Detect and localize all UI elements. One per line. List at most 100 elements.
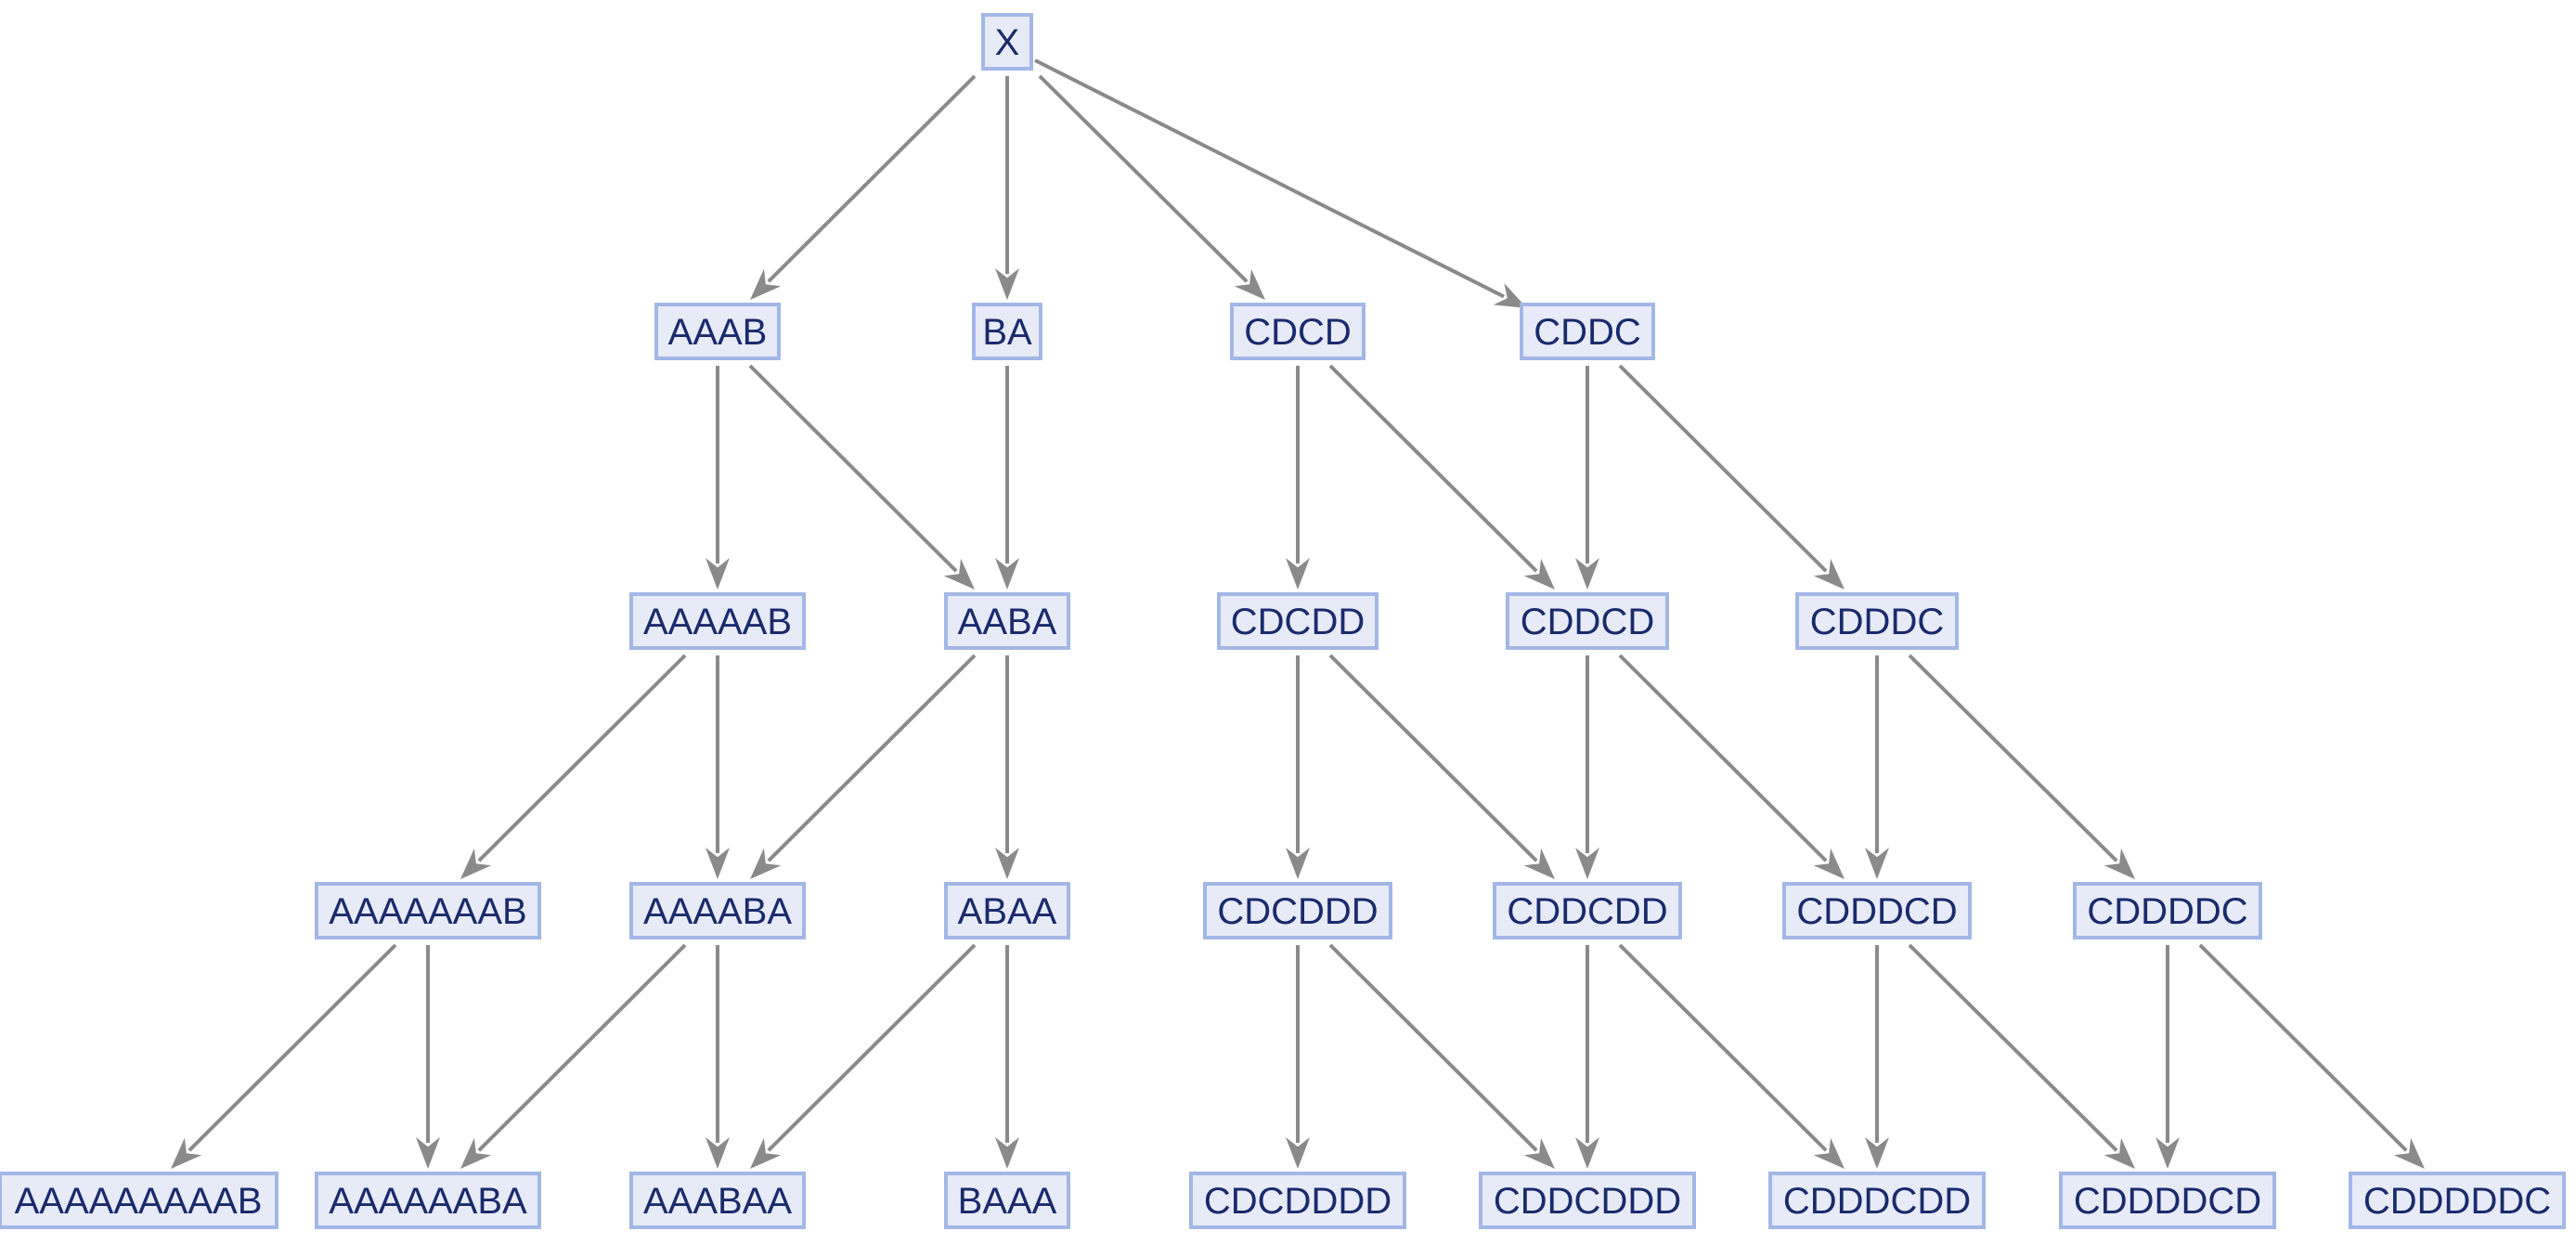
arrowhead (995, 1137, 1019, 1169)
edge-line (1908, 943, 2118, 1152)
node-label: BA (982, 312, 1032, 353)
node-label: AAABAA (643, 1181, 792, 1222)
node-box (972, 303, 1042, 360)
edge-cddcdd-to-cddcddd (1575, 945, 1599, 1169)
edge-aaba-to-abaa (995, 655, 1019, 879)
arrowhead (1234, 268, 1265, 300)
node-box (1203, 882, 1392, 940)
edge-abaa-to-baaa (995, 945, 1019, 1169)
arrowhead (1493, 283, 1527, 308)
edge-line (477, 654, 687, 862)
arrowhead (416, 1137, 440, 1169)
node-cdcd: CDCD (1230, 303, 1366, 360)
node-cdddddc: CDDDDDC (2349, 1172, 2566, 1229)
node-label: CDDCD (1521, 602, 1654, 642)
node-box (944, 1172, 1070, 1229)
node-box (2349, 1172, 2566, 1229)
edge-line (1328, 654, 1538, 862)
node-aaaaab: AAAAAB (629, 592, 806, 650)
edge-aaaaab-to-aaaaaaab (460, 654, 687, 879)
node-label: CDDDDDC (2363, 1181, 2551, 1222)
edge-ba-to-aaba (995, 366, 1019, 590)
arrowhead (1286, 1137, 1310, 1169)
node-box (1479, 1172, 1696, 1229)
node-aaaaaaab: AAAAAAAB (315, 882, 541, 940)
node-box (1782, 882, 1972, 940)
node-cdddc: CDDDC (1795, 592, 1959, 650)
node-box (944, 882, 1070, 940)
node-aaba: AABA (944, 592, 1070, 650)
node-aaaaaaba: AAAAAABA (315, 1172, 541, 1229)
node-label: BAAA (958, 1181, 1057, 1222)
node-box (1768, 1172, 1986, 1229)
edge-abaa-to-aaabaa (750, 943, 977, 1169)
edge-cddddc-to-cddddcd (2155, 945, 2180, 1169)
node-x: X (981, 13, 1033, 71)
node-label: CDDDCD (1796, 891, 1957, 932)
edge-aaaaab-to-aaaaba (705, 655, 730, 879)
arrowhead (2104, 1137, 2135, 1169)
edge-aaaaba-to-aaabaa (705, 945, 730, 1169)
arrowhead (705, 848, 730, 879)
arrowhead (2104, 848, 2135, 879)
edges-layer (171, 58, 2425, 1169)
node-label: CDDCDD (1507, 891, 1667, 932)
edge-cdcdd-to-cdcddd (1286, 655, 1310, 879)
edge-cddc-to-cddcd (1575, 366, 1599, 590)
arrowhead (995, 558, 1019, 590)
node-cddddc: CDDDDC (2073, 882, 2262, 940)
node-box (629, 592, 806, 650)
edge-aaaaaaab-to-aaaaaaaaab (171, 943, 397, 1169)
edge-line (1618, 654, 1828, 862)
node-label: CDDDDC (2087, 891, 2247, 932)
edge-aaab-to-aaba (748, 364, 975, 590)
arrowhead (1575, 1137, 1599, 1169)
edge-cddcd-to-cddcdd (1575, 655, 1599, 879)
node-aaaaba: AAAABA (629, 882, 806, 940)
edge-cddcd-to-cdddcd (1618, 654, 1845, 879)
node-aaaaaaaaab: AAAAAAAAAB (0, 1172, 278, 1229)
node-box (0, 1172, 278, 1229)
arrowhead (1523, 848, 1555, 879)
edge-x-to-aaab (750, 74, 977, 300)
node-box (1795, 592, 1959, 650)
edge-cdcddd-to-cdcdddd (1286, 945, 1310, 1169)
arrowhead (750, 1137, 782, 1169)
node-cddcddd: CDDCDDD (1479, 1172, 1696, 1229)
node-label: CDDCDDD (1494, 1181, 1681, 1222)
edge-cddc-to-cdddc (1618, 364, 1845, 590)
edge-cdddcd-to-cddddcd (1908, 943, 2135, 1169)
arrowhead (995, 268, 1019, 300)
node-cddcdd: CDDCDD (1493, 882, 1682, 940)
edge-cdcdd-to-cddcdd (1328, 654, 1555, 879)
arrowhead (750, 848, 782, 879)
edge-aaba-to-aaaaba (750, 654, 977, 879)
node-box (1506, 592, 1669, 650)
edge-line (767, 654, 977, 862)
edge-aaaaba-to-aaaaaaba (460, 943, 687, 1169)
node-cdcdddd: CDCDDDD (1189, 1172, 1406, 1229)
arrowhead (1813, 558, 1845, 590)
arrowhead (460, 1137, 492, 1169)
edge-cdcd-to-cdcdd (1286, 366, 1310, 590)
node-box (315, 1172, 541, 1229)
edge-line (1328, 943, 1538, 1152)
node-label: AABA (958, 602, 1057, 642)
edge-line (1038, 74, 1249, 283)
arrowhead (171, 1137, 202, 1169)
node-box (1493, 882, 1682, 940)
node-box (2073, 882, 2262, 940)
edge-line (767, 943, 977, 1152)
node-box (1189, 1172, 1406, 1229)
edge-line (1618, 943, 1828, 1152)
edge-aaab-to-aaaaab (705, 366, 730, 590)
node-label: ABAA (958, 891, 1057, 932)
arrowhead (460, 848, 492, 879)
arrowhead (995, 848, 1019, 879)
node-cdcddd: CDCDDD (1203, 882, 1392, 940)
arrowhead (1865, 848, 1889, 879)
node-label: AAAAAAAAAB (15, 1181, 263, 1222)
arrowhead (705, 558, 730, 590)
